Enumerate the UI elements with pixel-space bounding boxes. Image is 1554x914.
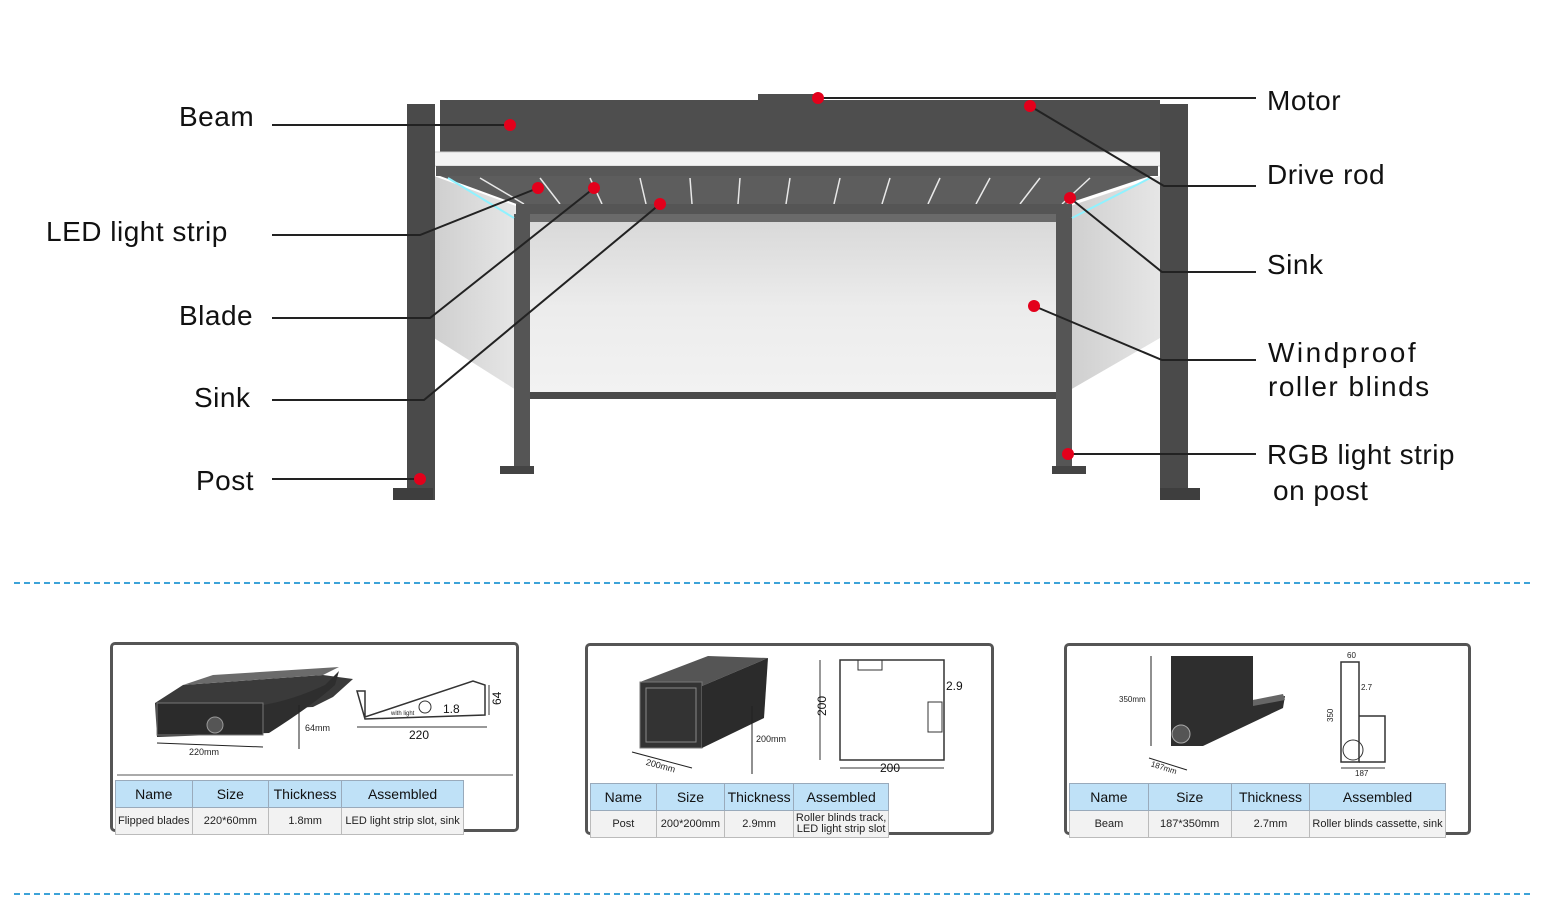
assembled-line-2: LED light strip slot [796, 823, 886, 835]
header-name: Name [590, 783, 657, 811]
post-height-dim: 200mm [756, 734, 786, 744]
marker-drive-rod [1024, 100, 1036, 112]
header-assembled: Assembled [792, 783, 890, 811]
header-name: Name [1069, 783, 1149, 811]
beam-drawing-top: 60 [1347, 651, 1356, 660]
beam-drawing-height: 350 [1326, 708, 1335, 722]
divider-top [14, 582, 1530, 584]
assembled-line-1: Roller blinds track, [795, 812, 887, 824]
cell-assembled: Roller blinds track,LED light strip slot [792, 810, 890, 838]
marker-sink-left [654, 198, 666, 210]
header-thickness: Thickness [724, 783, 794, 811]
blade-drawing-width: 220 [409, 728, 429, 742]
post-width-dim: 200mm [645, 757, 677, 774]
rgb-light-strips [432, 176, 1163, 486]
table-row: Post 200*200mm 2.9mm Roller blinds track… [590, 810, 890, 838]
label-windproof: Windproof [1268, 337, 1419, 368]
header-thickness: Thickness [1230, 783, 1311, 811]
label-led-light-strip: LED light strip [46, 216, 228, 247]
label-blade: Blade [179, 300, 254, 331]
cell-name: Post [590, 810, 657, 838]
header-assembled: Assembled [341, 780, 464, 808]
marker-post [414, 473, 426, 485]
cell-assembled: Roller blinds cassette, sink [1309, 810, 1446, 838]
beam-spec-table: Name Size Thickness Assembled Beam 187*3… [1069, 783, 1446, 838]
header-name: Name [115, 780, 193, 808]
blade-drawing-height: 64 [490, 691, 504, 705]
callout-markers [414, 92, 1076, 485]
cell-size: 187*350mm [1147, 810, 1232, 838]
header-size: Size [655, 783, 726, 811]
cell-size: 200*200mm [655, 810, 726, 838]
cell-thickness: 2.9mm [724, 810, 794, 838]
table-row: Beam 187*350mm 2.7mm Roller blinds casse… [1069, 810, 1446, 838]
header-thickness: Thickness [268, 780, 343, 808]
post-thickness-mark: 2.9 [946, 679, 963, 693]
profile-card-post: 200mm 200mm 200 2.9 200 Name Size Thickn… [585, 643, 994, 838]
marker-blade [588, 182, 600, 194]
blade-spec-table: Name Size Thickness Assembled Flipped bl… [115, 780, 464, 835]
label-rgb-light-strip: RGB light strip [1267, 439, 1455, 470]
blade-thickness-mark: 1.8 [443, 702, 460, 716]
label-sink-right: Sink [1267, 249, 1324, 280]
post-drawing-height: 200 [815, 696, 829, 716]
blade-width-dim: 220mm [189, 747, 219, 757]
marker-motor [812, 92, 824, 104]
cell-name: Flipped blades [115, 807, 193, 835]
table-row: Flipped blades 220*60mm 1.8mm LED light … [115, 807, 464, 835]
marker-beam [504, 119, 516, 131]
beam-thickness-mark: 2.7 [1361, 683, 1373, 692]
cell-name: Beam [1069, 810, 1149, 838]
header-size: Size [191, 780, 270, 808]
marker-sink-right [1064, 192, 1076, 204]
post-drawing: 200mm 200mm 200 2.9 200 [631, 656, 963, 775]
roof [431, 94, 1163, 176]
marker-led [532, 182, 544, 194]
blade-height-dim: 64mm [305, 723, 330, 733]
beam-width-dim: 187mm [1150, 759, 1178, 776]
profile-card-blade: 220mm 64mm with light 1.8 64 220 Name Si… [110, 642, 519, 835]
leader-lines [272, 97, 1256, 480]
cell-thickness: 2.7mm [1230, 810, 1311, 838]
profile-card-beam: 350mm 187mm 60 2.7 350 187 Name Size Thi… [1064, 643, 1471, 838]
posts [393, 104, 1200, 500]
cell-assembled: LED light strip slot, sink [341, 807, 464, 835]
cell-thickness: 1.8mm [268, 807, 343, 835]
label-roller-blinds: roller blinds [1268, 371, 1431, 402]
roller-blind-screen [530, 222, 1056, 394]
post-drawing-width: 200 [880, 761, 900, 775]
marker-blinds [1028, 300, 1040, 312]
label-post: Post [196, 465, 255, 496]
label-drive-rod: Drive rod [1267, 159, 1386, 190]
label-sink-left: Sink [194, 382, 251, 413]
divider-bottom [14, 893, 1530, 895]
beam-height-dim: 350mm [1119, 695, 1146, 704]
post-spec-table: Name Size Thickness Assembled Post 200*2… [590, 783, 890, 838]
marker-rgb [1062, 448, 1074, 460]
cell-size: 220*60mm [191, 807, 270, 835]
pergola-diagram [272, 92, 1256, 500]
blade-note: with light [390, 711, 415, 717]
label-beam: Beam [179, 101, 255, 132]
header-assembled: Assembled [1309, 783, 1446, 811]
beam-drawing: 350mm 187mm 60 2.7 350 187 [1119, 651, 1386, 778]
blade-drawing: 220mm 64mm with light 1.8 64 220 [117, 667, 513, 776]
label-on-post: on post [1273, 475, 1369, 506]
beam-drawing-width: 187 [1355, 769, 1369, 778]
label-motor: Motor [1267, 85, 1342, 116]
header-size: Size [1147, 783, 1232, 811]
blades [440, 176, 1150, 222]
